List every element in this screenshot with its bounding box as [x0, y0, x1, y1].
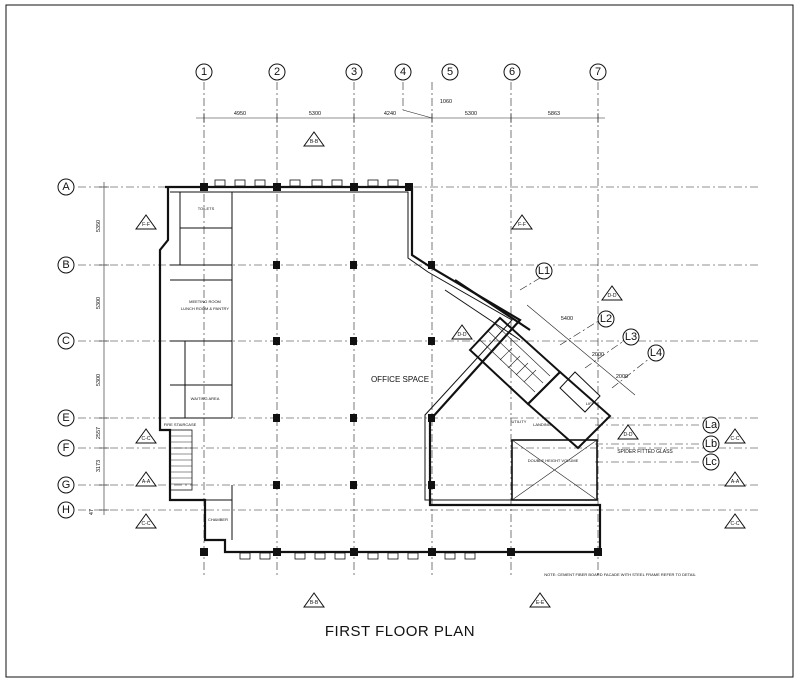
- room-spider-glass: SPIDER FITTED GLASS: [617, 449, 673, 455]
- facade-note: NOTE: CEMENT FIBER BOARD FACADE WITH STE…: [544, 572, 696, 577]
- grid-bubble-5: 5: [447, 66, 453, 78]
- room-utility: UTILITY: [512, 419, 527, 424]
- section-ff-right: F-F: [518, 222, 526, 228]
- left-dimension-line: 5350 5300 5300 2557 3173 47: [89, 182, 109, 515]
- dim-row-b-c: 5300: [96, 297, 102, 309]
- angled-core: [444, 279, 612, 450]
- grid-bubble-f: F: [63, 442, 70, 454]
- room-meeting: MEETING ROOM: [189, 299, 221, 304]
- dim-col-6-7: 5863: [548, 111, 560, 117]
- grid-bubble-g: G: [62, 479, 71, 491]
- room-fire-stair: FIRE STAIRCASE: [164, 422, 197, 427]
- grid-bubble-lc: Lc: [705, 456, 717, 468]
- section-dd-top: D-D: [608, 293, 617, 299]
- dim-col-offset: 1060: [440, 99, 452, 105]
- grid-bubble-4: 4: [400, 66, 406, 78]
- section-cc-left: C-C: [142, 436, 151, 442]
- section-dd-right: D-D: [624, 432, 633, 438]
- grid-bubble-lb: Lb: [705, 438, 717, 450]
- section-aa-right: A-A: [731, 479, 740, 485]
- top-dimension-line: 4950 5300 4240 5300 5863 1060: [196, 99, 605, 123]
- grid-bubble-e: E: [62, 412, 69, 424]
- room-double-height: DOUBLE HEIGHT VOLUME: [528, 458, 579, 463]
- structural-columns: [200, 183, 602, 556]
- left-staircase: [169, 429, 193, 491]
- bottom-windows: [239, 552, 476, 560]
- dim-row-c-e: 5300: [96, 374, 102, 386]
- grid-bubble-c: C: [62, 335, 70, 347]
- grid-bubble-l3: L3: [625, 331, 637, 343]
- angled-grid: 5400 2000 2000 L1 L2 L3 L4: [519, 262, 665, 396]
- section-dd-left: D-D: [458, 332, 467, 338]
- grid-bubble-l4: L4: [650, 347, 662, 359]
- grid-bubble-6: 6: [509, 66, 515, 78]
- section-cc-bottom-right: C-C: [731, 521, 740, 527]
- column-grid-lines: [203, 82, 599, 575]
- room-landing: LANDING: [533, 422, 551, 427]
- side-grid: La Lb Lc: [595, 416, 720, 471]
- room-labels: OFFICE SPACE SPIDER FITTED GLASS DOUBLE …: [164, 206, 697, 577]
- grid-bubble-h: H: [62, 504, 70, 516]
- section-bb-top: B-B: [310, 139, 319, 145]
- sheet-border: [5, 4, 794, 678]
- double-height-void: [511, 439, 598, 501]
- dim-row-a-b: 5350: [96, 220, 102, 232]
- section-cc-right: C-C: [731, 436, 740, 442]
- dim-col-5-6: 5300: [465, 111, 477, 117]
- grid-bubble-7: 7: [595, 66, 601, 78]
- section-ff-left: F-F: [142, 222, 150, 228]
- building-outline: [158, 185, 602, 554]
- section-aa-left: A-A: [142, 479, 151, 485]
- grid-bubble-3: 3: [351, 66, 357, 78]
- column-grid-bubbles: 1 2 3 4 5 6 7: [195, 63, 607, 81]
- room-waiting: WAITING AREA: [191, 396, 220, 401]
- section-markers: B-B F-F F-F C-C A-A C-C C-C A-A C-C B-B …: [135, 131, 746, 608]
- drawing-title: FIRST FLOOR PLAN: [325, 623, 475, 640]
- grid-bubble-a: A: [62, 181, 70, 193]
- room-lift: LIFT: [586, 401, 595, 406]
- dim-angled-1: 5400: [561, 316, 573, 322]
- grid-bubble-l2: L2: [600, 313, 612, 325]
- room-lunch: LUNCH ROOM & PANTRY: [181, 306, 229, 311]
- grid-bubble-1: 1: [201, 66, 207, 78]
- grid-bubble-l1: L1: [538, 265, 550, 277]
- row-grid-bubbles: A B C E F G H: [57, 178, 75, 519]
- dim-col-3-4: 4240: [384, 111, 396, 117]
- dim-col-2-3: 5300: [309, 111, 321, 117]
- grid-bubble-la: La: [705, 419, 718, 431]
- dim-angled-2: 2000: [592, 352, 604, 358]
- dim-col-1-2: 4950: [234, 111, 246, 117]
- room-chamber: CHAMBER: [208, 517, 228, 522]
- dim-angled-3: 2000: [616, 374, 628, 380]
- dim-row-f-g: 3173: [96, 460, 102, 472]
- section-cc-bottom-left: C-C: [142, 521, 151, 527]
- room-office-space: OFFICE SPACE: [371, 375, 429, 384]
- grid-bubble-2: 2: [274, 66, 280, 78]
- top-windows: [214, 179, 399, 187]
- section-bb-bottom: B-B: [310, 600, 319, 606]
- room-toilets: TOILETS: [198, 206, 215, 211]
- dim-row-g-h: 47: [89, 509, 95, 515]
- dim-row-e-f: 2557: [96, 427, 102, 439]
- grid-bubble-b: B: [62, 259, 69, 271]
- section-ee-bottom: E-E: [536, 600, 545, 606]
